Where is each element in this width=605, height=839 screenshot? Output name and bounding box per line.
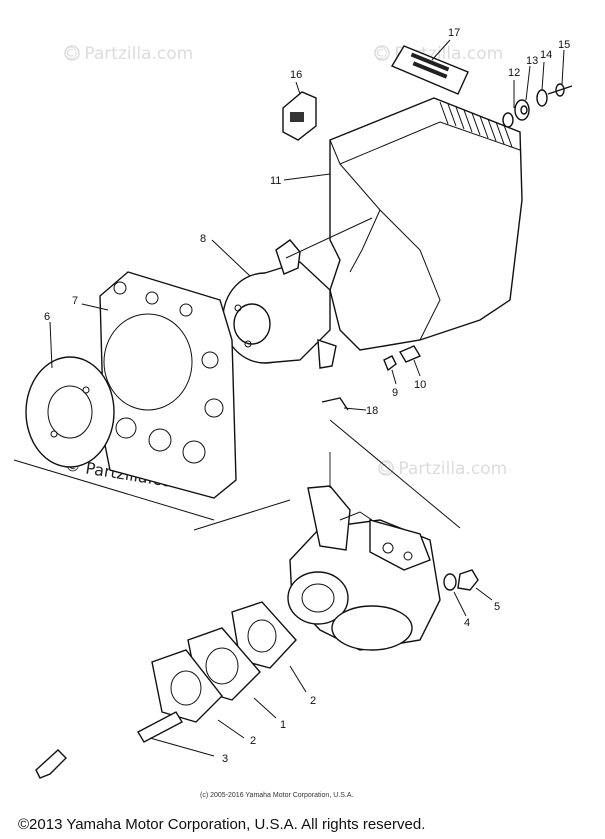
callout-17: 17 xyxy=(448,27,460,39)
part-8-collar xyxy=(211,239,337,369)
callout-7: 7 xyxy=(72,295,78,307)
part-18-clip xyxy=(321,397,367,411)
callout-18: 18 xyxy=(366,405,378,417)
parts-1-2-gaskets xyxy=(151,601,307,739)
callout-6: 6 xyxy=(44,311,50,323)
callout-15: 15 xyxy=(558,39,570,51)
callout-12: 12 xyxy=(508,67,520,79)
callout-9: 9 xyxy=(392,387,398,399)
callout-3: 3 xyxy=(222,753,228,765)
callouts: 17 15 14 13 12 16 11 8 7 6 9 10 18 5 4 2… xyxy=(44,27,570,765)
callout-4: 4 xyxy=(464,617,470,629)
callout-2-lower: 2 xyxy=(250,735,256,747)
callout-5: 5 xyxy=(494,601,500,613)
callout-2-upper: 2 xyxy=(310,695,316,707)
watermark-mid-right: © Partzilla.com xyxy=(376,459,507,479)
callout-14: 14 xyxy=(540,49,552,61)
watermark-top-left: © Partzilla.com xyxy=(62,44,193,64)
part-16-bracket xyxy=(282,81,317,141)
callout-13: 13 xyxy=(526,55,538,67)
callout-1: 1 xyxy=(280,719,286,731)
parts-4-5-washer-nut xyxy=(443,569,493,617)
direction-arrow xyxy=(35,749,67,779)
part-3-stud xyxy=(137,711,215,757)
leader-lines xyxy=(13,217,461,531)
parts-12-15-fasteners xyxy=(502,49,573,128)
parts-9-10-fasteners xyxy=(383,345,422,385)
part-17-label-plate xyxy=(390,39,469,95)
carburetor-assembly xyxy=(287,452,441,651)
part-6-disc xyxy=(25,321,115,468)
diagram-copyright: (c) 2005-2016 Yamaha Motor Corporation, … xyxy=(200,792,353,799)
part-7-gasket-plate xyxy=(81,271,237,499)
callout-11: 11 xyxy=(270,175,281,187)
callout-8: 8 xyxy=(200,233,206,245)
callout-10: 10 xyxy=(414,379,426,391)
page-copyright: ©2013 Yamaha Motor Corporation, U.S.A. A… xyxy=(18,816,425,833)
callout-16: 16 xyxy=(290,69,302,81)
part-11-cover xyxy=(283,97,523,351)
